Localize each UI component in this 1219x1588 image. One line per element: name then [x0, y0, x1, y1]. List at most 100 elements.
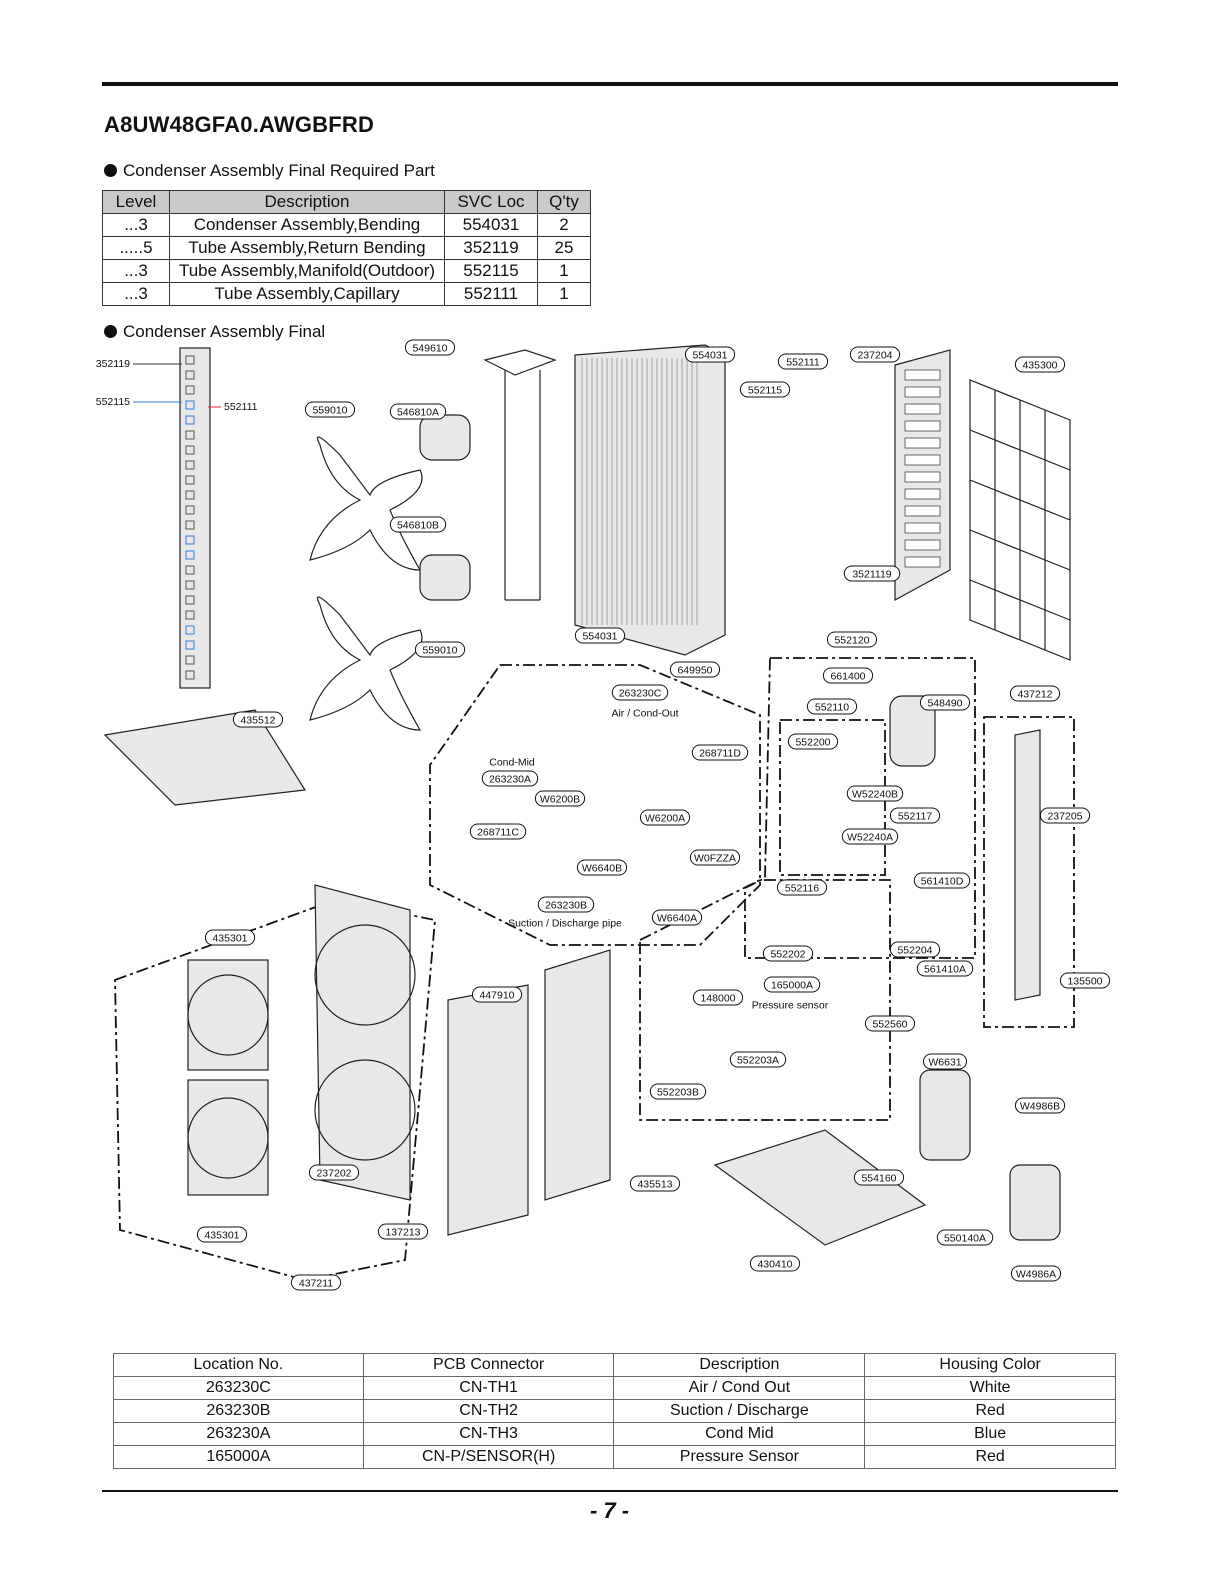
part-label: 552110: [806, 698, 858, 715]
part-label-text: 437211: [299, 1278, 333, 1290]
part-label: 561410D: [913, 872, 971, 889]
part-label-text: 148000: [700, 993, 735, 1005]
part-label-text: 548490: [927, 698, 962, 710]
compressor-sketch: [919, 1069, 971, 1161]
cell: 165000A: [113, 1445, 364, 1469]
part-label-text: 552111: [786, 357, 820, 369]
part-label: 435301: [204, 929, 256, 946]
part-label-text: 263230A: [489, 774, 531, 786]
part-label-text: 552117: [898, 811, 932, 823]
part-label: W6200A: [639, 809, 691, 826]
part-label: 559010: [414, 641, 466, 658]
part-label: 552200: [787, 733, 839, 750]
part-label: 430410: [749, 1255, 801, 1272]
side-panel-sketch: [447, 984, 529, 1236]
part-label-text: 263230C: [619, 688, 662, 700]
cell: .....5: [102, 236, 170, 260]
part-label: 437211: [290, 1274, 342, 1291]
side-panel-group: [983, 716, 1075, 1028]
exploded-view-diagram: 5496105540315521112372044353005521155590…: [96, 339, 1111, 1291]
part-label: 661400: [822, 667, 874, 684]
part-label: 552117: [889, 807, 941, 824]
bottom-rule: [102, 1490, 1118, 1492]
part-label: 263230B: [537, 896, 595, 913]
part-label: 3521119: [843, 565, 901, 582]
part-label-text: 552116: [785, 883, 819, 895]
cell: ...3: [102, 282, 170, 306]
part-label-text: 559010: [312, 405, 347, 417]
part-label-text: 237202: [316, 1168, 351, 1180]
cell: ...3: [102, 259, 170, 283]
control-box-group: [429, 664, 761, 946]
part-label-text: 447910: [479, 990, 514, 1002]
part-label: 550140A: [936, 1229, 994, 1246]
cell: 263230A: [113, 1422, 364, 1446]
part-label: 548490: [919, 694, 971, 711]
cell: Air / Cond Out: [613, 1376, 866, 1400]
part-label-text: W6631: [928, 1057, 961, 1069]
part-label-text: 554031: [582, 631, 617, 643]
part-label-text: W52240A: [847, 832, 893, 844]
cell: Blue: [864, 1422, 1116, 1446]
part-label-text: 559010: [422, 645, 457, 657]
part-label: 435512: [232, 711, 284, 728]
grille-slots: [904, 369, 941, 568]
part-label-text: W6640A: [657, 913, 697, 925]
part-label: 546810B: [389, 516, 447, 533]
cell: 1: [537, 259, 591, 283]
part-label-text: 546810A: [397, 407, 439, 419]
frame-sketch: [483, 349, 557, 601]
front-grille-sketch: [187, 959, 269, 1071]
fan-sketch: [309, 414, 471, 731]
part-label: 552203B: [649, 1083, 707, 1100]
part-label: 552115: [739, 381, 791, 398]
part-label-text: W6200B: [540, 794, 580, 806]
part-label: 552203A: [729, 1051, 787, 1068]
part-label-text: 549610: [412, 343, 447, 355]
cell: 554031: [444, 213, 538, 237]
part-label-text: 552560: [872, 1019, 907, 1031]
base-group: [639, 879, 891, 1121]
wire-guard-sketch: [969, 379, 1071, 661]
cell: CN-TH3: [362, 1422, 615, 1446]
part-label-text: 554031: [692, 350, 727, 362]
part-label: Air / Cond-Out: [611, 708, 678, 720]
part-label: 554160: [853, 1169, 905, 1186]
cell: CN-TH2: [362, 1399, 615, 1423]
part-label-text: 435512: [240, 715, 275, 727]
manifold-strip-sketch: [179, 347, 211, 689]
cell: 552115: [444, 259, 538, 283]
rear-panel-sketch: [544, 949, 611, 1201]
cell: Red: [864, 1445, 1116, 1469]
manifold-label: 552115: [96, 396, 130, 408]
part-label-text: 135500: [1067, 976, 1102, 988]
part-label-text: 546810B: [397, 520, 439, 532]
cell: Tube Assembly,Capillary: [169, 282, 445, 306]
cell: 2: [537, 213, 591, 237]
bullet-icon: [104, 164, 117, 177]
part-label: W52240B: [846, 785, 904, 802]
section-heading-text: Condenser Assembly Final: [123, 322, 326, 341]
cell: 352119: [444, 236, 538, 260]
part-label-text: 552110: [815, 702, 849, 714]
page-number: - 7 -: [589, 1498, 630, 1523]
part-label: 554031: [574, 627, 626, 644]
part-label-text: 237205: [1047, 811, 1082, 823]
part-label: W6631: [923, 1053, 967, 1070]
part-label: W6640B: [576, 859, 628, 876]
part-label: 561410A: [916, 960, 974, 977]
part-label-text: 430410: [757, 1259, 792, 1271]
part-label-text: 268711D: [699, 748, 741, 760]
part-labels: 5496105540315521112372044353005521155590…: [196, 339, 1111, 1291]
part-label: 546810A: [389, 403, 447, 420]
part-label-text: 268711C: [477, 827, 519, 839]
cell: Red: [864, 1399, 1116, 1423]
part-label-text: Suction / Discharge pipe: [508, 918, 622, 930]
part-label: 165000A: [763, 976, 821, 993]
